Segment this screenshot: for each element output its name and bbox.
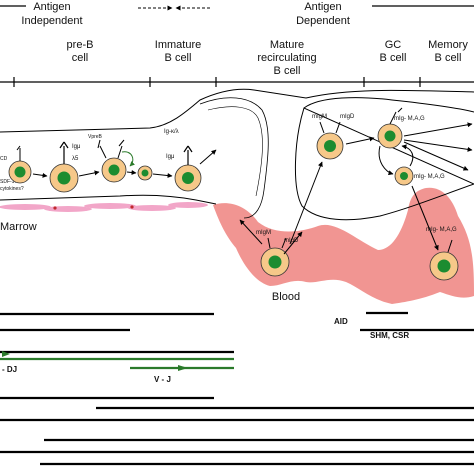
aid-label: AID bbox=[334, 317, 348, 326]
cell-gc-2: mIg- M,A,G bbox=[394, 166, 445, 186]
phase-antigen-dependent-1: Antigen bbox=[304, 1, 341, 13]
stage-memory-1: Memory bbox=[428, 39, 468, 51]
stage-pre-b-2: cell bbox=[72, 52, 89, 64]
vj-label: V - J bbox=[154, 375, 171, 384]
marrow-label: Marrow bbox=[0, 221, 37, 233]
gc-compartment bbox=[294, 97, 474, 221]
vpreb-label: VpreB bbox=[88, 134, 103, 140]
cd-label: CD bbox=[0, 156, 8, 162]
ig-mu2-label: Igμ bbox=[166, 154, 175, 160]
cell-gc: mIg- M,A,G bbox=[377, 107, 425, 149]
stage-mature-1: Mature bbox=[270, 39, 304, 51]
stage-pre-b-1: pre-B bbox=[67, 39, 94, 51]
cell-immature-small bbox=[137, 165, 153, 181]
stage-immature-2: B cell bbox=[165, 52, 192, 64]
sdf-label: SDF-1? bbox=[0, 179, 17, 185]
marrow-stroma bbox=[0, 202, 208, 212]
mig-gc-label: mIg- M,A,G bbox=[394, 116, 425, 122]
cytokines-label: cytokines? bbox=[0, 186, 24, 192]
stage-mature-3: B cell bbox=[274, 65, 301, 77]
stage-immature-1: Immature bbox=[155, 39, 201, 51]
flow-arrows bbox=[32, 122, 473, 255]
stage-gc-2: B cell bbox=[380, 52, 407, 64]
phase-antigen-independent-1: Antigen bbox=[33, 1, 70, 13]
phase-antigen-independent-2: Independent bbox=[21, 15, 82, 27]
cell-blood: mIgM mIgD bbox=[256, 230, 299, 277]
mig-memory-label: mIg- M,A,G bbox=[426, 227, 457, 233]
lambda5-label: λ5 bbox=[72, 156, 79, 162]
ig-mu-label: Igμ bbox=[72, 144, 81, 150]
dj-label: - DJ bbox=[2, 365, 17, 374]
cell-immature: Ig-κ/λ Igμ bbox=[164, 129, 202, 192]
migm-mature-label: mIgM bbox=[312, 114, 327, 120]
cell-pre-b-2 bbox=[97, 139, 135, 183]
blood-label: Blood bbox=[272, 291, 300, 303]
phase-antigen-dependent-2: Dependent bbox=[296, 15, 350, 27]
mig-gc2-label: mIg- M,A,G bbox=[414, 174, 445, 180]
cell-mature: mIgM mIgD bbox=[312, 114, 355, 160]
cell-pre-b: Igμ λ5 VpreB bbox=[49, 134, 103, 193]
marrow-outline-outer bbox=[0, 88, 474, 133]
shm-csr-label: SHM, CSR bbox=[370, 331, 409, 340]
marrow-outline-inner bbox=[0, 194, 217, 205]
stage-mature-2: recirculating bbox=[257, 52, 316, 64]
stage-labels: pre-B cell Immature B cell Mature recirc… bbox=[67, 39, 469, 77]
gene-bars: AID SHM, CSR - DJ V - J bbox=[0, 311, 474, 466]
recirculation-loop bbox=[199, 97, 269, 219]
phase-header: Antigen Independent Antigen Dependent bbox=[0, 1, 474, 27]
cell-pro-b bbox=[8, 145, 32, 184]
recirculation-loop-inner bbox=[207, 106, 263, 197]
stage-gc-1: GC bbox=[385, 39, 402, 51]
migd-mature-label: mIgD bbox=[340, 114, 355, 120]
cell-memory: mIg- M,A,G bbox=[426, 227, 459, 281]
blood-region bbox=[213, 187, 474, 304]
migm-blood-label: mIgM bbox=[256, 230, 271, 236]
ig-kappa-lambda-label: Ig-κ/λ bbox=[164, 129, 179, 135]
stage-memory-2: B cell bbox=[435, 52, 462, 64]
timeline-axis bbox=[0, 77, 474, 87]
